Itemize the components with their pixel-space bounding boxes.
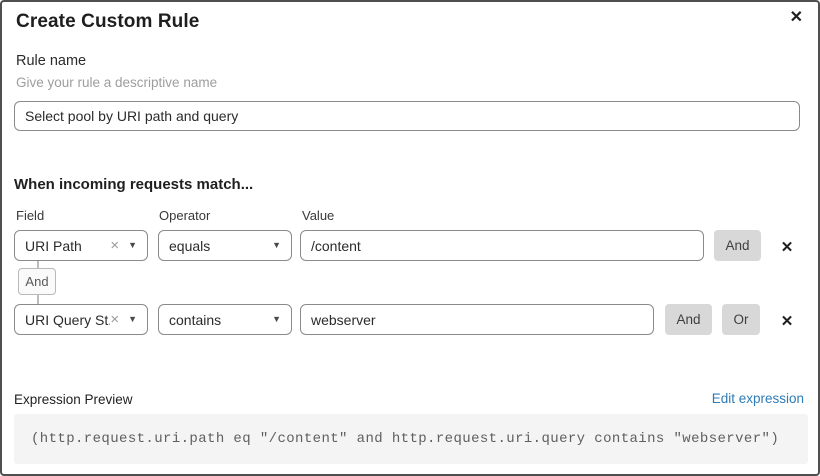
chevron-down-icon: ▼ — [272, 240, 281, 250]
chevron-down-icon: ▼ — [272, 314, 281, 324]
and-connector-badge[interactable]: And — [18, 268, 56, 295]
operator-select-row2[interactable]: contains ▼ — [158, 304, 292, 335]
operator-select-row2-value: contains — [169, 311, 222, 328]
match-section-header: When incoming requests match... — [14, 176, 254, 193]
operator-column-label: Operator — [159, 208, 211, 223]
and-button-row2[interactable]: And — [665, 304, 712, 335]
rule-name-help-text: Give your rule a descriptive name — [16, 75, 218, 90]
field-column-label: Field — [16, 208, 45, 223]
expression-preview-code: (http.request.uri.path eq "/content" and… — [14, 414, 808, 464]
expression-preview-label: Expression Preview — [14, 392, 133, 407]
field-select-row1[interactable]: URI Path × ▼ — [14, 230, 148, 261]
value-input-row1[interactable] — [300, 230, 704, 261]
remove-condition-icon-row2[interactable]: ✕ — [780, 313, 794, 330]
edit-expression-link[interactable]: Edit expression — [711, 391, 804, 406]
operator-select-row1[interactable]: equals ▼ — [158, 230, 292, 261]
or-button-row2[interactable]: Or — [722, 304, 760, 335]
remove-condition-icon-row1[interactable]: ✕ — [780, 239, 794, 256]
operator-select-row1-value: equals — [169, 237, 211, 254]
connector-line-top — [37, 261, 39, 269]
rule-name-label: Rule name — [16, 53, 87, 69]
clear-field-icon[interactable]: × — [110, 237, 120, 254]
value-column-label: Value — [302, 208, 335, 223]
and-button-row1[interactable]: And — [714, 230, 761, 261]
chevron-down-icon: ▼ — [128, 314, 137, 324]
close-icon[interactable]: ✕ — [789, 9, 803, 26]
value-input-row2[interactable] — [300, 304, 654, 335]
rule-name-input[interactable] — [14, 101, 800, 131]
chevron-down-icon: ▼ — [128, 240, 137, 250]
field-select-row2-value: URI Query St... — [25, 311, 110, 328]
clear-field-icon[interactable]: × — [110, 311, 120, 328]
connector-line-bottom — [37, 294, 39, 304]
field-select-row2[interactable]: URI Query St... × ▼ — [14, 304, 148, 335]
dialog-title: Create Custom Rule — [16, 11, 200, 32]
field-select-row1-value: URI Path — [25, 237, 82, 254]
